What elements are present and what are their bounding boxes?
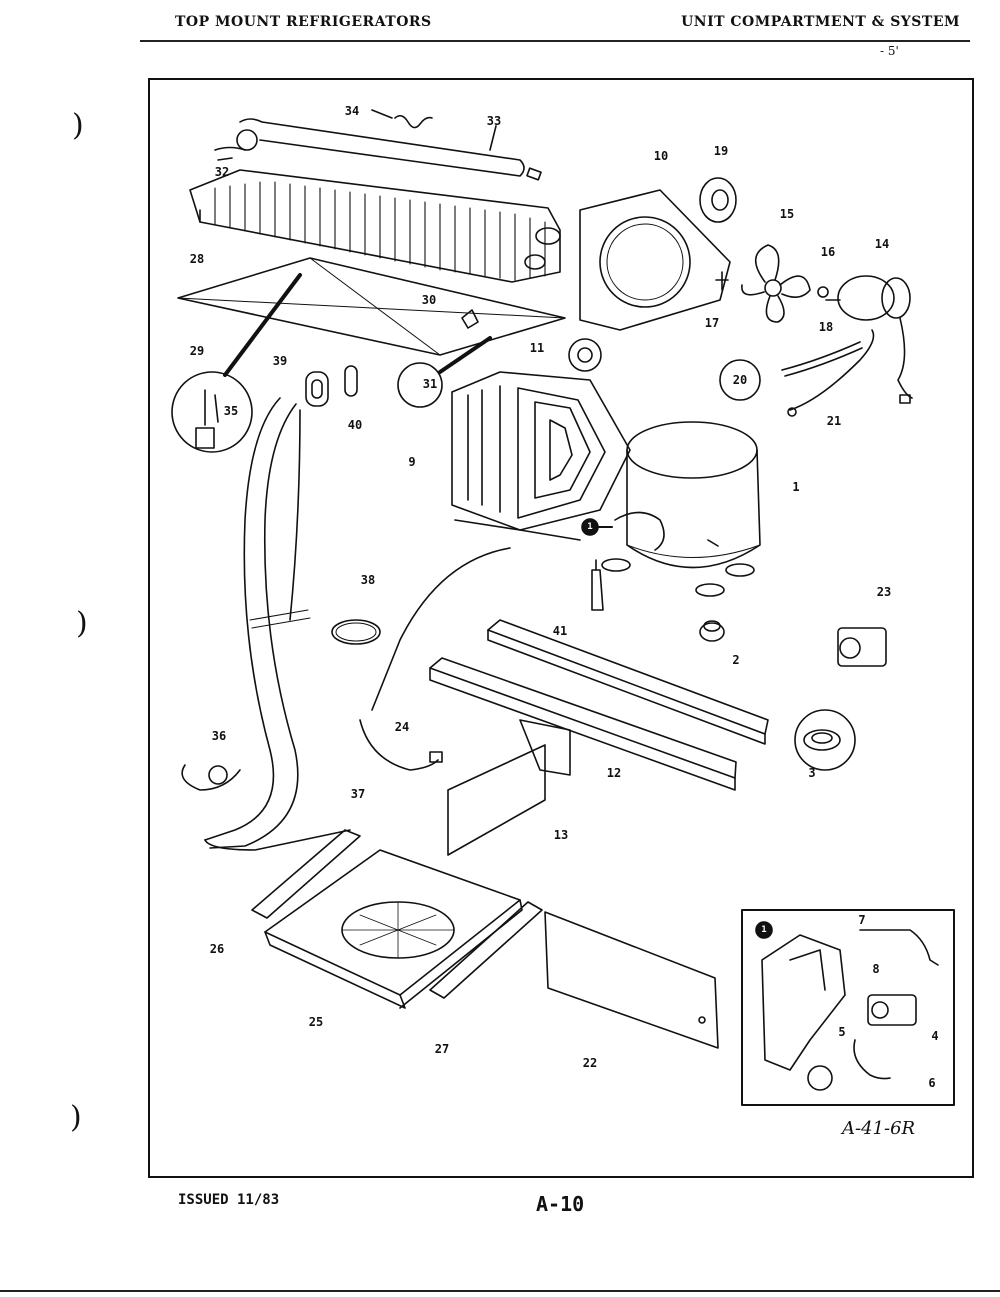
part-10-fan-shroud <box>579 189 731 331</box>
part-36-fitting <box>181 764 241 791</box>
callout-1: 1 <box>792 480 800 494</box>
inset-marker-dot <box>581 518 613 536</box>
footer-rule <box>0 1290 1000 1292</box>
callout-38: 38 <box>360 573 376 587</box>
part-12-bracket <box>519 719 571 776</box>
part-29-frame <box>177 257 566 356</box>
callout-23: 23 <box>876 585 892 599</box>
part-34-wire <box>371 109 433 129</box>
callout-19: 19 <box>713 144 729 158</box>
callout-16: 16 <box>820 245 836 259</box>
inset-marker-label: 1 <box>587 522 593 532</box>
part-9-evaporator-pan <box>451 371 631 541</box>
part-31-inset <box>397 336 492 408</box>
callout-33: 33 <box>486 114 502 128</box>
part-11-grommet <box>568 338 602 372</box>
callout-29: 29 <box>189 344 205 358</box>
callout-11: 11 <box>529 341 545 355</box>
callout-37: 37 <box>350 787 366 801</box>
part-13-panel <box>447 744 546 856</box>
header-rule <box>140 40 970 42</box>
part-20-connector-inset <box>719 359 761 401</box>
callout-14: 14 <box>874 237 890 251</box>
part-3-grommet-inset <box>794 709 856 771</box>
part-27-rail <box>429 901 543 999</box>
part-22-rear-panel <box>544 911 719 1049</box>
part-28-condenser <box>189 169 561 283</box>
diagram-frame <box>148 78 974 1178</box>
callout-35: 35 <box>223 404 239 418</box>
part-40-grommet <box>344 365 358 397</box>
part-rail-lower <box>429 657 737 791</box>
callout-36: 36 <box>211 729 227 743</box>
callout-2: 2 <box>732 653 740 667</box>
callout-21: 21 <box>826 414 842 428</box>
punch-hole-mark-top: ) <box>72 108 84 143</box>
callout-32: 32 <box>214 165 230 179</box>
part-24-power-cord <box>359 547 511 771</box>
callout-26: 26 <box>209 942 225 956</box>
part-16-nut <box>817 286 829 298</box>
callout-31: 31 <box>422 377 438 391</box>
callout-40: 40 <box>347 418 363 432</box>
callout-39: 39 <box>272 354 288 368</box>
callout-18: 18 <box>818 320 834 334</box>
part-18-tube <box>781 341 863 377</box>
part-19-bushing <box>699 177 737 223</box>
part-2-grommet <box>699 620 725 642</box>
callout-15: 15 <box>779 207 795 221</box>
callout-24: 24 <box>394 720 410 734</box>
callout-13: 13 <box>553 828 569 842</box>
callout-8: 8 <box>872 962 880 976</box>
part-rail-upper <box>487 619 769 745</box>
header-left-title: TOP MOUNT REFRIGERATORS <box>175 14 432 30</box>
part-33-tube <box>239 118 542 181</box>
header-right-title: UNIT COMPARTMENT & SYSTEM <box>681 14 960 30</box>
part-14-fan-motor <box>825 275 913 404</box>
callout-17: 17 <box>704 316 720 330</box>
part-32-clip <box>214 129 258 161</box>
callout-7: 7 <box>858 913 866 927</box>
callout-20: 20 <box>732 373 748 387</box>
callout-27: 27 <box>434 1042 450 1056</box>
callout-22: 22 <box>582 1056 598 1070</box>
part-26-rail <box>251 829 361 919</box>
issued-date: ISSUED 11/83 <box>178 1192 280 1208</box>
page-mark: - 5' <box>880 44 899 58</box>
callout-9: 9 <box>408 455 416 469</box>
punch-hole-mark-middle: ) <box>76 606 88 641</box>
part-25-drain-pan <box>264 849 523 1009</box>
callout-41: 41 <box>552 624 568 638</box>
callout-30: 30 <box>421 293 437 307</box>
callout-12: 12 <box>606 766 622 780</box>
callout-3: 3 <box>808 766 816 780</box>
part-37-drain-tube <box>204 397 351 851</box>
part-15-fan-blade <box>741 244 811 323</box>
part-30-bracket <box>461 309 479 329</box>
part-1-compressor <box>601 421 761 597</box>
callout-10: 10 <box>653 149 669 163</box>
part-39-grommet <box>305 371 329 407</box>
callout-6: 6 <box>928 1076 936 1090</box>
page-number: A-10 <box>536 1192 585 1216</box>
callout-25: 25 <box>308 1015 324 1029</box>
part-41-drier <box>591 559 604 611</box>
callout-34: 34 <box>344 104 360 118</box>
callout-5: 5 <box>838 1025 846 1039</box>
part-23-relay <box>837 627 887 667</box>
reference-code: A-41-6R <box>842 1118 916 1139</box>
part-35-plug-inset <box>171 273 302 453</box>
part-21-wire <box>787 329 875 417</box>
inset-box-marker-label: 1 <box>761 925 767 935</box>
part-17-clip <box>715 271 729 291</box>
inset-detail-box <box>741 909 955 1106</box>
callout-4: 4 <box>931 1029 939 1043</box>
part-38-clamp <box>331 619 381 645</box>
punch-hole-mark-bottom: ) <box>70 1100 82 1135</box>
callout-28: 28 <box>189 252 205 266</box>
